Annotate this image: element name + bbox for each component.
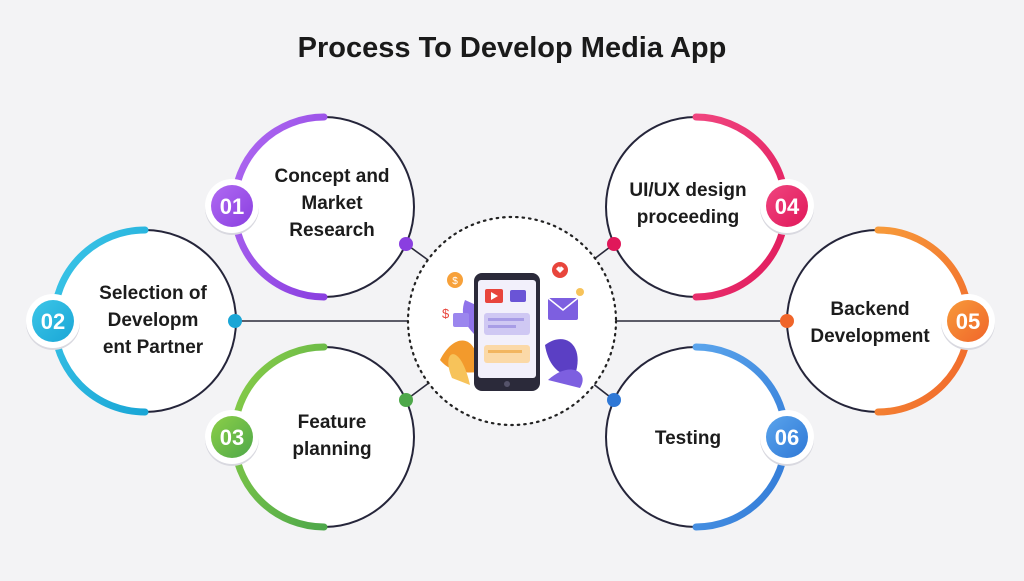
center-hub: $ $ (406, 215, 618, 427)
step-label: UI/UX design proceeding (629, 180, 747, 228)
svg-text:$: $ (442, 306, 450, 321)
step-label: Selection of Developm ent Partner (99, 283, 207, 358)
step-04: 04 (605, 113, 814, 301)
step-badge (211, 416, 253, 458)
step-02: 02 (26, 226, 242, 416)
step-01: 01 (205, 113, 415, 301)
step-number: 05 (956, 309, 980, 334)
step-badge (211, 185, 253, 227)
svg-text:$: $ (452, 276, 458, 287)
step-connector-dot (607, 393, 621, 407)
step-connector-dot (399, 393, 413, 407)
step-label: Testing (654, 428, 722, 449)
step-label: Feature planning (292, 412, 372, 460)
step-number: 04 (775, 194, 800, 219)
step-connector-dot (228, 314, 242, 328)
step-connector-dot (780, 314, 794, 328)
step-number: 01 (220, 194, 244, 219)
step-label: Concept and Market Research (274, 166, 390, 241)
step-connector-dot (399, 237, 413, 251)
step-number: 03 (220, 425, 244, 450)
step-circles: 01 02 03 04 05 06 (26, 113, 995, 531)
media-app-phone-icon: $ $ (440, 262, 584, 391)
step-number: 06 (775, 425, 799, 450)
step-connector-dot (607, 237, 621, 251)
step-badge (32, 300, 74, 342)
step-badge (766, 416, 808, 458)
page-title: Process To Develop Media App (297, 32, 727, 64)
step-number: 02 (41, 309, 65, 334)
step-06: 06 (605, 343, 814, 531)
step-label: Backend Development (810, 299, 930, 347)
step-badge (947, 300, 989, 342)
step-03: 03 (205, 343, 415, 531)
step-05: 05 (780, 226, 995, 416)
step-badge (766, 185, 808, 227)
